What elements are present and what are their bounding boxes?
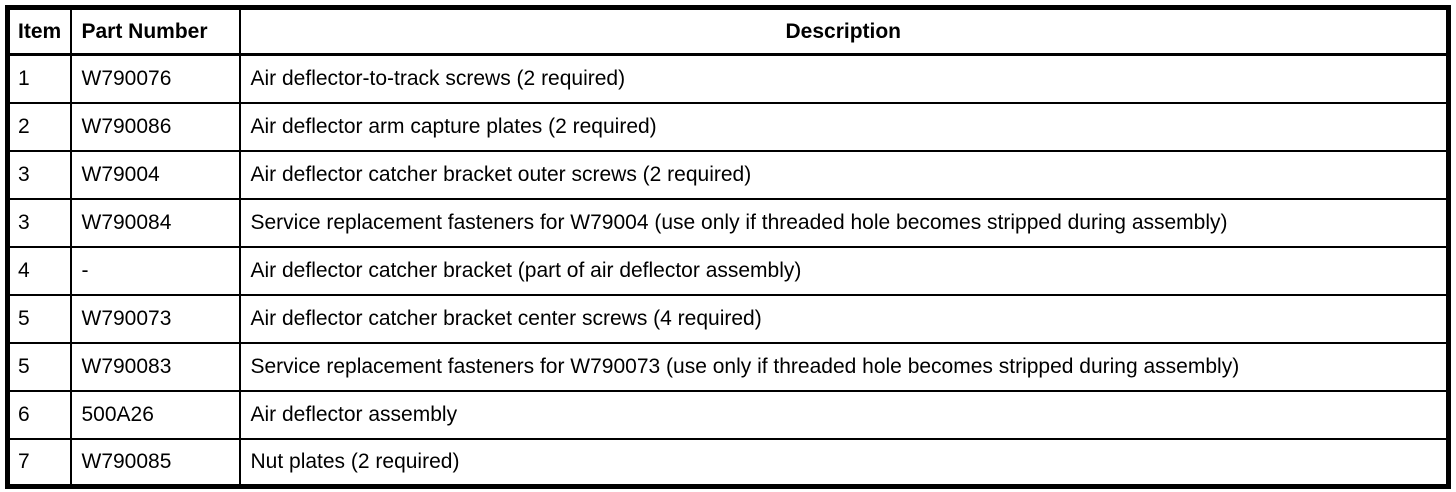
part-number-cell: W790085 xyxy=(69,437,241,488)
column-header-part-number: Part Number xyxy=(69,6,241,56)
parts-table: Item Part Number Description 1 W790076 A… xyxy=(5,5,1451,489)
part-number-cell: - xyxy=(69,245,241,296)
table-row: 1 W790076 Air deflector-to-track screws … xyxy=(6,53,1450,104)
table-row: 3 W79004 Air deflector catcher bracket o… xyxy=(6,149,1450,200)
table-row: 5 W790073 Air deflector catcher bracket … xyxy=(6,293,1450,344)
item-cell: 6 xyxy=(6,389,72,440)
description-cell: Air deflector assembly xyxy=(238,389,1450,440)
description-cell: Air deflector arm capture plates (2 requ… xyxy=(238,101,1450,152)
description-cell: Air deflector-to-track screws (2 require… xyxy=(238,53,1450,104)
description-cell: Service replacement fasteners for W79007… xyxy=(238,341,1450,392)
table-row: 3 W790084 Service replacement fasteners … xyxy=(6,197,1450,248)
item-cell: 3 xyxy=(6,197,72,248)
item-cell: 7 xyxy=(6,437,72,488)
part-number-cell: W790086 xyxy=(69,101,241,152)
description-cell: Air deflector catcher bracket outer scre… xyxy=(238,149,1450,200)
item-cell: 5 xyxy=(6,293,72,344)
table-row: 4 - Air deflector catcher bracket (part … xyxy=(6,245,1450,296)
table-row: 5 W790083 Service replacement fasteners … xyxy=(6,341,1450,392)
part-number-cell: W790073 xyxy=(69,293,241,344)
item-cell: 3 xyxy=(6,149,72,200)
table-row: 7 W790085 Nut plates (2 required) xyxy=(6,437,1450,488)
table-row: 2 W790086 Air deflector arm capture plat… xyxy=(6,101,1450,152)
table-row: 6 500A26 Air deflector assembly xyxy=(6,389,1450,440)
item-cell: 2 xyxy=(6,101,72,152)
column-header-description: Description xyxy=(238,6,1450,56)
item-cell: 4 xyxy=(6,245,72,296)
part-number-cell: W790084 xyxy=(69,197,241,248)
description-cell: Nut plates (2 required) xyxy=(238,437,1450,488)
description-cell: Air deflector catcher bracket center scr… xyxy=(238,293,1450,344)
column-header-item: Item xyxy=(6,6,72,56)
part-number-cell: 500A26 xyxy=(69,389,241,440)
part-number-cell: W790076 xyxy=(69,53,241,104)
part-number-cell: W79004 xyxy=(69,149,241,200)
description-cell: Service replacement fasteners for W79004… xyxy=(238,197,1450,248)
table-body: 1 W790076 Air deflector-to-track screws … xyxy=(6,53,1450,488)
description-cell: Air deflector catcher bracket (part of a… xyxy=(238,245,1450,296)
header-row: Item Part Number Description xyxy=(6,6,1450,56)
item-cell: 5 xyxy=(6,341,72,392)
item-cell: 1 xyxy=(6,53,72,104)
part-number-cell: W790083 xyxy=(69,341,241,392)
